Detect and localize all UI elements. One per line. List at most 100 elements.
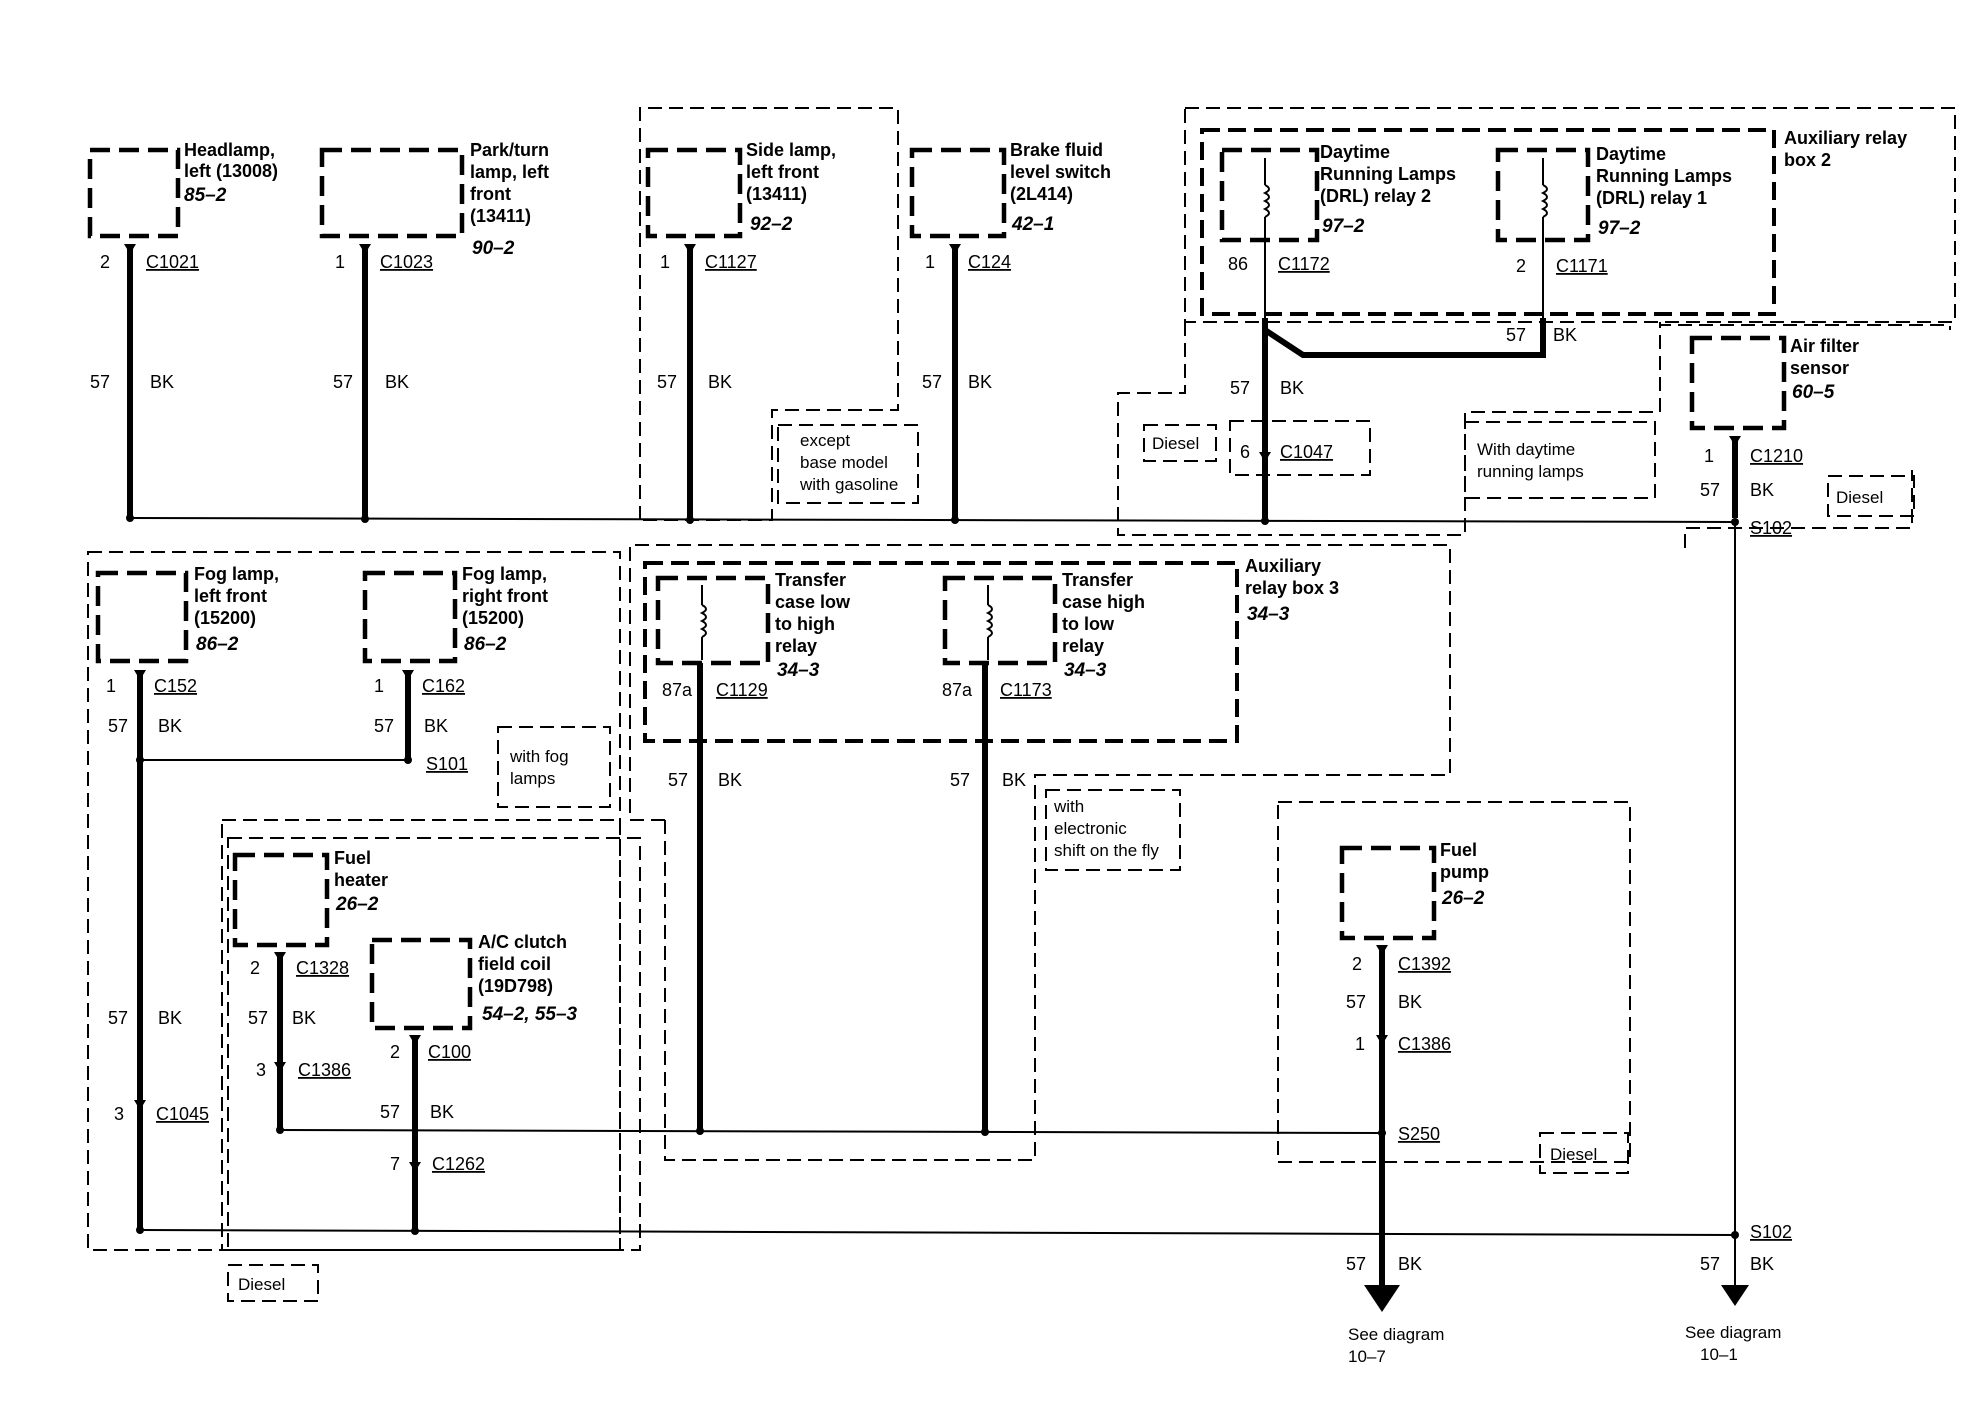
coil-icon bbox=[1262, 158, 1270, 250]
svg-text:(13411): (13411) bbox=[470, 206, 531, 226]
svg-text:Brake fluid: Brake fluid bbox=[1010, 140, 1103, 160]
svg-text:1: 1 bbox=[925, 252, 935, 272]
svg-text:Fuel: Fuel bbox=[1440, 840, 1477, 860]
svg-text:Running Lamps: Running Lamps bbox=[1320, 164, 1456, 184]
splice-dot-s102-top bbox=[1731, 518, 1739, 526]
diesel-note-2 bbox=[1827, 475, 1915, 517]
svg-text:57: 57 bbox=[1346, 992, 1366, 1012]
svg-text:C1129: C1129 bbox=[716, 680, 768, 700]
svg-text:1: 1 bbox=[374, 676, 384, 696]
svg-text:(13411): (13411) bbox=[746, 184, 807, 204]
svg-text:1: 1 bbox=[106, 676, 116, 696]
svg-text:C1262: C1262 bbox=[432, 1154, 485, 1174]
with-esof-note-box bbox=[1045, 789, 1181, 871]
svg-text:pump: pump bbox=[1440, 862, 1489, 882]
svg-text:right front: right front bbox=[462, 586, 548, 606]
svg-text:86–2: 86–2 bbox=[196, 634, 239, 655]
svg-text:10–7: 10–7 bbox=[1348, 1347, 1386, 1366]
fuel-heater-group bbox=[227, 837, 641, 1251]
svg-text:Headlamp,: Headlamp, bbox=[184, 140, 275, 160]
fog-right-box bbox=[362, 570, 458, 664]
splice-dot-s102-bottom bbox=[1731, 1231, 1739, 1239]
diesel-group bbox=[221, 819, 621, 1251]
svg-text:level switch: level switch bbox=[1010, 162, 1111, 182]
splice-dot bbox=[696, 1127, 704, 1135]
side-lamp-box bbox=[645, 147, 743, 239]
park-turn-label: Park/turn lamp, left front (13411) 90–2 … bbox=[333, 140, 549, 392]
output-left: 57 BK See diagram 10–7 bbox=[1346, 1254, 1444, 1366]
svg-text:relay box 3: relay box 3 bbox=[1245, 578, 1339, 598]
svg-text:57: 57 bbox=[1700, 1254, 1720, 1274]
svg-text:34–3: 34–3 bbox=[1247, 604, 1290, 625]
svg-text:C1023: C1023 bbox=[380, 252, 433, 272]
fuel-pump-label: Fuel pump 26–2 2 C1392 57 BK 1 C1386 S25… bbox=[1346, 840, 1489, 1144]
svg-text:(DRL) relay 1: (DRL) relay 1 bbox=[1596, 188, 1707, 208]
fog-right-label: Fog lamp, right front (15200) 86–2 1 C16… bbox=[374, 564, 548, 774]
splice-dots bbox=[126, 514, 1739, 1239]
svg-text:C1047: C1047 bbox=[1280, 442, 1333, 462]
aux-relay-box-2-outer bbox=[1184, 107, 1956, 323]
svg-text:C1328: C1328 bbox=[296, 958, 349, 978]
svg-text:S102: S102 bbox=[1750, 1222, 1792, 1242]
see-diagram-link[interactable]: See diagram bbox=[1348, 1325, 1444, 1344]
drl2-box bbox=[1219, 147, 1320, 243]
svg-text:BK: BK bbox=[424, 716, 448, 736]
svg-text:BK: BK bbox=[292, 1008, 316, 1028]
drl2-label: Daytime Running Lamps (DRL) relay 2 97–2… bbox=[1228, 142, 1456, 274]
svg-text:85–2: 85–2 bbox=[184, 185, 227, 206]
svg-text:57: 57 bbox=[668, 770, 688, 790]
svg-text:field coil: field coil bbox=[478, 954, 551, 974]
ac-clutch-box bbox=[369, 937, 473, 1031]
relay-coil-icons bbox=[699, 158, 1548, 660]
svg-text:57: 57 bbox=[248, 1008, 268, 1028]
svg-text:BK: BK bbox=[968, 372, 992, 392]
except-base-note-box bbox=[777, 424, 919, 504]
headlamp-label: Headlamp, left (13008) 85–2 2 C1021 57 B… bbox=[90, 140, 278, 392]
svg-text:Running Lamps: Running Lamps bbox=[1596, 166, 1732, 186]
svg-text:C1021: C1021 bbox=[146, 252, 199, 272]
svg-text:lamps: lamps bbox=[510, 769, 555, 788]
svg-text:Diesel: Diesel bbox=[1152, 434, 1199, 453]
svg-text:BK: BK bbox=[708, 372, 732, 392]
svg-text:1: 1 bbox=[335, 252, 345, 272]
svg-text:BK: BK bbox=[1750, 1254, 1774, 1274]
fog-trunk-label: 57 BK 3 C1045 bbox=[108, 1008, 209, 1124]
svg-text:3: 3 bbox=[114, 1104, 124, 1124]
svg-text:2: 2 bbox=[1352, 954, 1362, 974]
svg-text:shift on the fly: shift on the fly bbox=[1054, 841, 1159, 860]
svg-text:Transfer: Transfer bbox=[775, 570, 846, 590]
svg-text:left front: left front bbox=[194, 586, 267, 606]
svg-text:C1173: C1173 bbox=[1000, 680, 1052, 700]
svg-text:(15200): (15200) bbox=[194, 608, 256, 628]
svg-text:running lamps: running lamps bbox=[1477, 462, 1584, 481]
svg-text:7: 7 bbox=[390, 1154, 400, 1174]
svg-text:case high: case high bbox=[1062, 592, 1145, 612]
svg-text:97–2: 97–2 bbox=[1322, 216, 1365, 237]
svg-text:(19D798): (19D798) bbox=[478, 976, 553, 996]
svg-text:C1392: C1392 bbox=[1398, 954, 1451, 974]
svg-text:relay: relay bbox=[775, 636, 817, 656]
fuel-heater-box bbox=[232, 852, 330, 948]
svg-text:A/C clutch: A/C clutch bbox=[478, 932, 567, 952]
svg-text:C1127: C1127 bbox=[705, 252, 757, 272]
fog-left-box bbox=[95, 570, 189, 664]
svg-text:with fog: with fog bbox=[509, 747, 569, 766]
svg-text:Side lamp,: Side lamp, bbox=[746, 140, 836, 160]
svg-text:BK: BK bbox=[1002, 770, 1026, 790]
svg-text:57: 57 bbox=[108, 716, 128, 736]
svg-text:2: 2 bbox=[100, 252, 110, 272]
see-diagram-link[interactable]: See diagram bbox=[1685, 1323, 1781, 1342]
splice-dot bbox=[361, 515, 369, 523]
svg-text:86: 86 bbox=[1228, 254, 1248, 274]
coil-icon bbox=[985, 585, 993, 660]
svg-text:3: 3 bbox=[256, 1060, 266, 1080]
splice-dot bbox=[951, 516, 959, 524]
svg-text:S250: S250 bbox=[1398, 1124, 1440, 1144]
svg-text:10–1: 10–1 bbox=[1700, 1345, 1738, 1364]
notes: except base model with gasoline Diesel W… bbox=[238, 431, 1883, 1294]
svg-text:heater: heater bbox=[334, 870, 388, 890]
svg-text:34–3: 34–3 bbox=[777, 660, 820, 681]
svg-text:C1172: C1172 bbox=[1278, 254, 1330, 274]
down-arrow-icon bbox=[1721, 1285, 1749, 1306]
svg-text:60–5: 60–5 bbox=[1792, 382, 1835, 403]
